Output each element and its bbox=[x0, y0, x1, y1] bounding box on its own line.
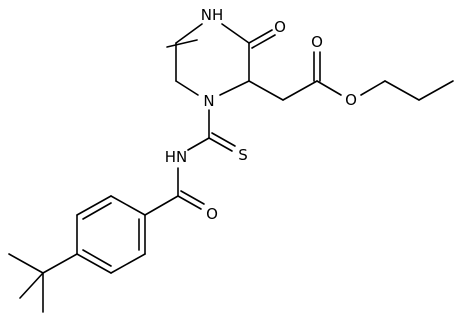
bond-ring-nh-c6 bbox=[175, 23, 203, 44]
bond-ring-n1-c2 bbox=[219, 80, 250, 96]
bond-ring-c5-n1 bbox=[175, 80, 199, 96]
bond-benz-6 bbox=[110, 195, 146, 216]
bond-ketone-1 bbox=[248, 29, 273, 44]
bond-o-propyl1 bbox=[360, 80, 386, 96]
bond-cester-o bbox=[316, 80, 342, 96]
bond-benz-5i bbox=[82, 202, 112, 220]
atom-label-n-ring: N bbox=[203, 92, 214, 110]
bond-nh-ch2 bbox=[166, 39, 198, 48]
atom-label-nh-amide: HN bbox=[165, 148, 188, 166]
bond-benz-5 bbox=[76, 195, 112, 216]
bond-tbu-me1 bbox=[8, 253, 44, 274]
bond-thio-1 bbox=[208, 137, 233, 152]
bond-ketone-2 bbox=[251, 34, 276, 49]
bond-cthio-nh bbox=[187, 137, 210, 151]
atom-labels: NH O N O O S HN O bbox=[165, 6, 357, 223]
atom-label-o-ester: O bbox=[345, 91, 357, 109]
bond-benz-3 bbox=[76, 253, 112, 274]
bond-propyl2-3 bbox=[418, 80, 454, 101]
bonds bbox=[8, 23, 454, 313]
bond-ch2-cester bbox=[282, 80, 318, 101]
bond-ring-tbu bbox=[42, 253, 78, 274]
atom-label-o-ketone: O bbox=[274, 18, 286, 36]
bond-tbu-me2 bbox=[19, 272, 44, 299]
bond-ring-nh-c3 bbox=[221, 23, 250, 44]
bond-thio-2 bbox=[211, 132, 236, 147]
atom-label-s-thio: S bbox=[238, 146, 248, 164]
bond-amide-co-2 bbox=[180, 190, 205, 205]
atom-label-nh-ring: NH bbox=[201, 6, 224, 24]
bond-c2-ch2 bbox=[248, 80, 284, 101]
bond-camide-ring bbox=[144, 195, 179, 216]
atom-label-o-ester-carbonyl: O bbox=[311, 33, 323, 51]
bond-benz-2 bbox=[110, 253, 146, 274]
bond-amide-co-1 bbox=[177, 195, 202, 210]
bond-benz-3i bbox=[82, 249, 112, 267]
atom-label-o-amide: O bbox=[206, 205, 218, 223]
bond-propyl1-2 bbox=[384, 80, 420, 101]
